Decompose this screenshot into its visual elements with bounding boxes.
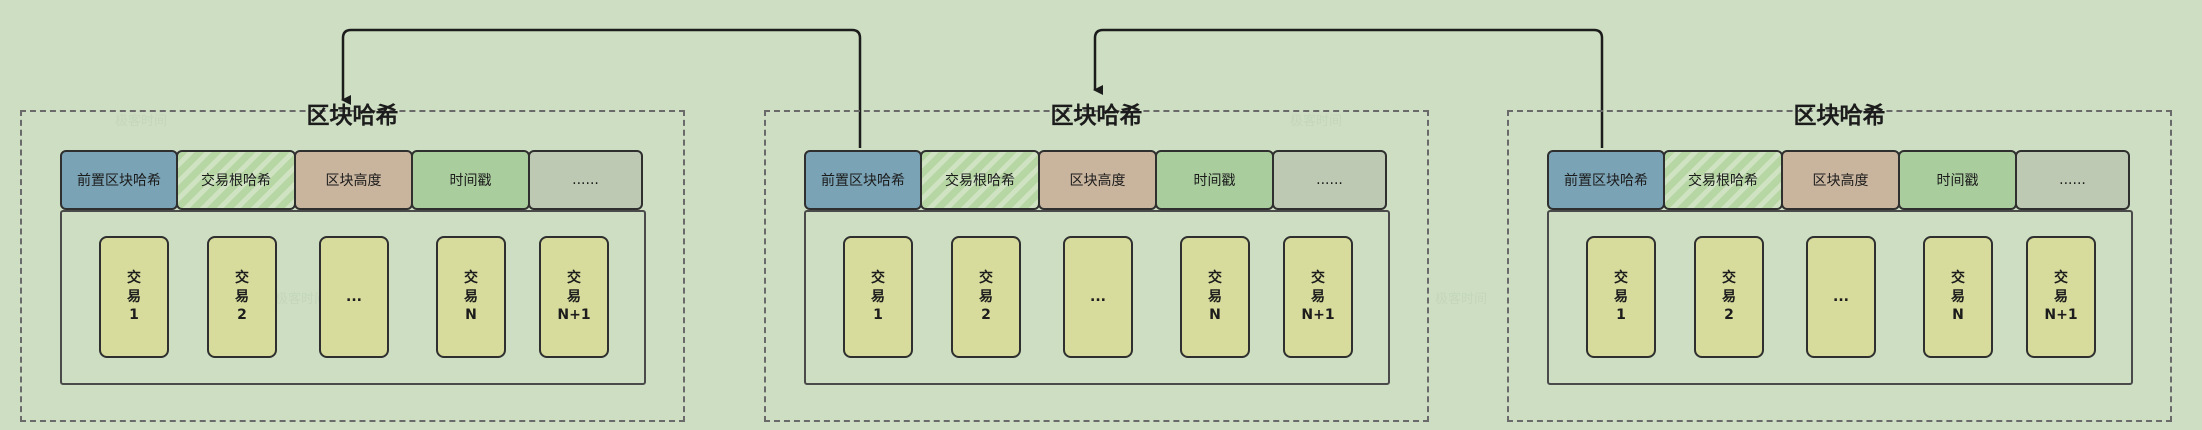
block-height-cell: 区块高度 <box>1038 150 1157 210</box>
watermark: 极客时间 <box>1290 114 1343 129</box>
transaction-label-line: 易 <box>979 288 993 305</box>
transaction-label-line: 易 <box>2054 288 2068 305</box>
block-hash-title: 区块哈希 <box>1050 103 1143 129</box>
transaction-label-line: 易 <box>1208 288 1222 305</box>
more-fields-cell: ...... <box>1272 150 1387 210</box>
transaction-label-line: 交 <box>2054 269 2068 286</box>
transaction-label-line: 易 <box>871 288 885 305</box>
transaction-label-line: 交 <box>1311 269 1325 286</box>
transaction-label-line: 交 <box>567 269 581 286</box>
transaction-label-line: 易 <box>1951 288 1965 305</box>
prev-block-hash-cell: 前置区块哈希 <box>1547 150 1665 210</box>
transaction-card: 交易 N+1 <box>539 236 609 358</box>
transaction-label-line: ... <box>1833 288 1849 305</box>
transaction-card: 交易 2 <box>1694 236 1764 358</box>
watermark: 极客时间 <box>275 292 328 307</box>
transaction-label-line: 1 <box>1616 307 1626 324</box>
timestamp-cell: 时间戳 <box>411 150 530 210</box>
transaction-label-line: 易 <box>567 288 581 305</box>
transaction-card: ... <box>319 236 389 358</box>
watermark: 极客时间 <box>115 114 168 129</box>
transaction-label-line: 交 <box>1614 269 1628 286</box>
transaction-label-line: 交 <box>1722 269 1736 286</box>
transaction-label-line: N <box>465 307 477 324</box>
transaction-label-line: 2 <box>1724 307 1734 324</box>
transaction-label-line: N+1 <box>557 307 591 324</box>
watermark: 极客时间 <box>1435 292 1488 307</box>
transaction-label-line: 交 <box>1208 269 1222 286</box>
transaction-label-line: ... <box>346 288 362 305</box>
transaction-label-line: N+1 <box>1301 307 1335 324</box>
timestamp-cell: 时间戳 <box>1155 150 1274 210</box>
transaction-card: 交易 2 <box>207 236 277 358</box>
prev-block-hash-cell: 前置区块哈希 <box>60 150 178 210</box>
transaction-label-line: 易 <box>1614 288 1628 305</box>
transaction-label-line: 交 <box>1951 269 1965 286</box>
prev-block-hash-cell: 前置区块哈希 <box>804 150 922 210</box>
transaction-label-line: 1 <box>129 307 139 324</box>
transaction-card: ... <box>1063 236 1133 358</box>
timestamp-cell: 时间戳 <box>1898 150 2017 210</box>
transaction-label-line: 交 <box>235 269 249 286</box>
block-header-row: 前置区块哈希交易根哈希区块高度时间戳...... <box>60 150 646 210</box>
tx-root-hash-cell: 交易根哈希 <box>920 150 1040 210</box>
transaction-label-line: 1 <box>873 307 883 324</box>
transaction-label-line: N+1 <box>2044 307 2078 324</box>
more-fields-cell: ...... <box>2015 150 2130 210</box>
transaction-label-line: 交 <box>464 269 478 286</box>
transaction-label-line: 2 <box>981 307 991 324</box>
block-height-cell: 区块高度 <box>1781 150 1900 210</box>
transaction-card: 交易 1 <box>1586 236 1656 358</box>
transaction-card: ... <box>1806 236 1876 358</box>
link-arrow-block3-to-block2 <box>1093 28 1604 148</box>
transaction-card: 交易 1 <box>99 236 169 358</box>
transaction-label-line: 交 <box>871 269 885 286</box>
transaction-card: 交易 N+1 <box>2026 236 2096 358</box>
transaction-label-line: 2 <box>237 307 247 324</box>
transaction-card: 交易 2 <box>951 236 1021 358</box>
transaction-label-line: 易 <box>1722 288 1736 305</box>
tx-root-hash-cell: 交易根哈希 <box>1663 150 1783 210</box>
tx-root-hash-cell: 交易根哈希 <box>176 150 296 210</box>
transaction-label-line: 易 <box>1311 288 1325 305</box>
more-fields-cell: ...... <box>528 150 643 210</box>
transaction-label-line: 交 <box>127 269 141 286</box>
block-hash-title: 区块哈希 <box>1793 103 1886 129</box>
link-arrow-block2-to-block1 <box>341 28 862 148</box>
transaction-label-line: ... <box>1090 288 1106 305</box>
transaction-card: 交易 1 <box>843 236 913 358</box>
transaction-label-line: N <box>1952 307 1964 324</box>
transaction-label-line: 易 <box>464 288 478 305</box>
block-header-row: 前置区块哈希交易根哈希区块高度时间戳...... <box>804 150 1390 210</box>
transaction-label-line: 交 <box>979 269 993 286</box>
block-hash-title: 区块哈希 <box>306 103 399 129</box>
transaction-label-line: 易 <box>235 288 249 305</box>
block-header-row: 前置区块哈希交易根哈希区块高度时间戳...... <box>1547 150 2133 210</box>
transaction-label-line: N <box>1209 307 1221 324</box>
block-height-cell: 区块高度 <box>294 150 413 210</box>
transaction-card: 交易 N+1 <box>1283 236 1353 358</box>
transaction-label-line: 易 <box>127 288 141 305</box>
